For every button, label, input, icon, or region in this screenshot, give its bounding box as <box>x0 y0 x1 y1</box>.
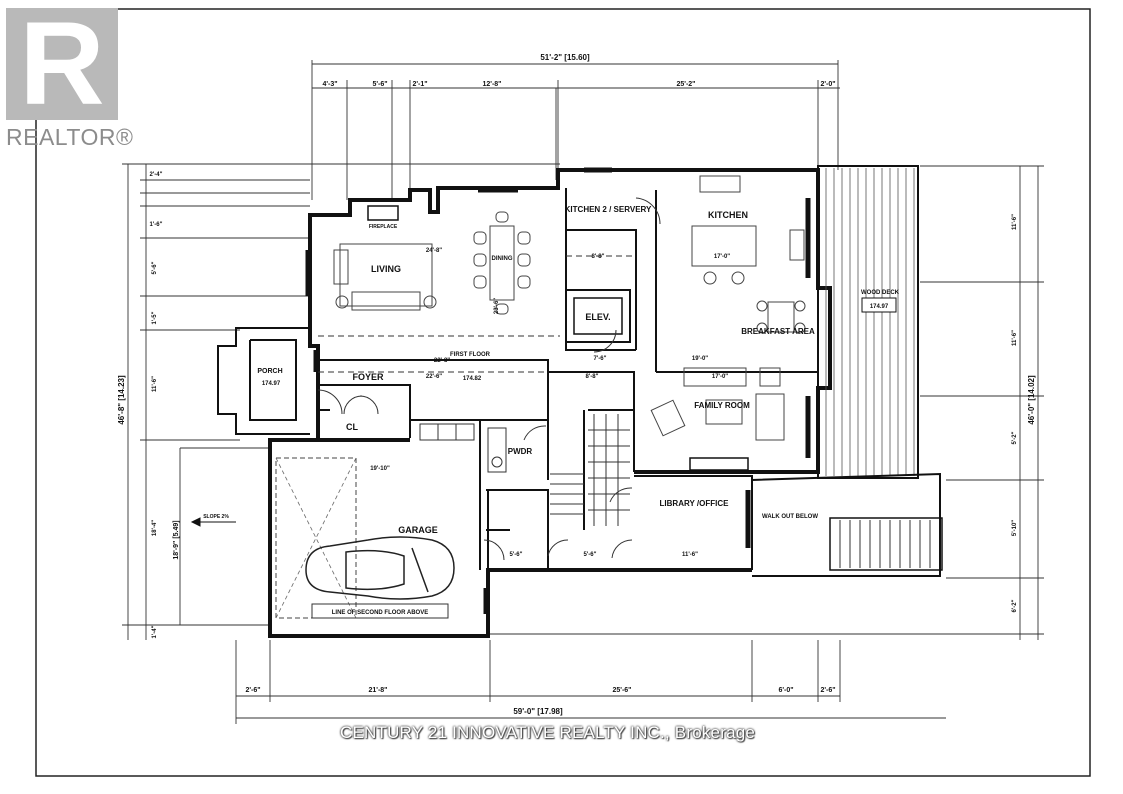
right-overall-dim: 46'-0" [14.02] <box>1027 375 1036 425</box>
bottom-dim-5: 2'-6" <box>820 687 835 694</box>
windows <box>305 167 811 614</box>
room-garage: GARAGE <box>398 525 438 535</box>
room-porch: PORCH <box>257 368 282 375</box>
inner-dim-5: 8'-8" <box>586 374 599 380</box>
room-pwdr: PWDR <box>508 447 533 456</box>
inner-dim-4: 7'-6" <box>594 356 607 362</box>
inner-dim-3: 17'-0" <box>712 374 728 380</box>
inner-dim-8: 8'-8" <box>592 254 605 260</box>
realtor-logo-text: REALTOR® <box>6 124 134 150</box>
right-dim-2: 11'-6" <box>1012 330 1018 346</box>
inner-dim-2: 19'-0" <box>692 356 708 362</box>
kitchen-fixtures <box>691 175 806 334</box>
left-dim-3: 5'-6" <box>152 261 158 274</box>
room-breakfast: BREAKFAST AREA <box>741 327 815 336</box>
inner-dim-9: 23'-6" <box>494 298 500 314</box>
top-dim-2: 5'-6" <box>372 81 387 88</box>
top-dim-1: 4'-3" <box>322 81 337 88</box>
wood-deck <box>817 165 919 479</box>
dining-table <box>473 211 531 315</box>
brokerage-watermark: CENTURY 21 INNOVATIVE REALTY INC., Broke… <box>340 723 756 742</box>
left-dim-1: 2'-4" <box>150 172 163 178</box>
realtor-logo-box <box>6 8 118 120</box>
slope-label: SLOPE 2% <box>203 514 229 520</box>
left-dim-4: 1'-5" <box>152 311 158 324</box>
car-icon <box>305 536 455 600</box>
elevator <box>565 289 631 343</box>
fireplace-label: FIREPLACE <box>369 224 398 230</box>
porch-elev: 174.97 <box>262 381 281 387</box>
room-library: LIBRARY /OFFICE <box>660 499 730 508</box>
left-dim-5: 11'-6" <box>152 376 158 392</box>
slope-arrow-icon <box>190 517 236 527</box>
realtor-logo: R REALTOR® <box>0 0 134 160</box>
bottom-dim-2: 21'-8" <box>369 687 388 694</box>
bottom-dim-4: 6'-0" <box>778 687 793 694</box>
walkout-stair <box>751 472 943 577</box>
room-kitchen: KITCHEN <box>708 210 748 220</box>
family-furniture <box>650 367 785 471</box>
top-dim-6: 2'-0" <box>820 81 835 88</box>
bottom-overall-dim: 59'-0" [17.98] <box>513 707 563 716</box>
sheet-border <box>35 8 1091 777</box>
living-dim: 24'-8" <box>426 248 442 254</box>
inner-dim-1: 22'-6" <box>426 374 442 380</box>
right-dim-5: 6'-2" <box>1012 599 1018 612</box>
room-family: FAMILY ROOM <box>694 401 750 410</box>
top-dim-3: 2'-1" <box>412 81 427 88</box>
porch <box>217 327 310 435</box>
room-kitchen2: KITCHEN 2 / SERVERY <box>565 205 652 214</box>
top-dim-4: 12'-8" <box>483 81 502 88</box>
right-dim-3: 5'-2" <box>1012 431 1018 444</box>
room-living: LIVING <box>371 264 401 274</box>
living-furniture <box>333 205 437 311</box>
door-swings <box>317 197 661 561</box>
top-dim-5: 25'-2" <box>677 81 696 88</box>
stairs <box>487 414 630 526</box>
bottom-dim-3: 25'-6" <box>613 687 632 694</box>
inner-dim-7: 5'-6" <box>584 552 597 558</box>
bottom-dim-1: 2'-6" <box>245 687 260 694</box>
first-floor-label: FIRST FLOOR <box>450 352 491 358</box>
wood-deck-elev: 174.97 <box>870 304 889 310</box>
inner-dim-10: 22'-8" <box>434 358 450 364</box>
garage-dim: 19'-10" <box>370 466 390 472</box>
room-walkout: WALK OUT BELOW <box>762 514 818 520</box>
left-dim-6: 18'-4" <box>152 520 158 536</box>
left-dim-2: 1'-6" <box>150 222 163 228</box>
first-floor-elev: 174.82 <box>463 376 482 382</box>
room-elev: ELEV. <box>585 312 610 322</box>
room-cl: CL <box>346 422 358 432</box>
left-lot-dim: 18'-9" [5.49] <box>173 520 180 559</box>
kitchen-dim: 17'-0" <box>714 254 730 260</box>
library-dim: 11'-6" <box>682 552 698 558</box>
left-dim-7: 1'-4" <box>152 625 158 638</box>
room-wood-deck: WOOD DECK <box>861 290 900 296</box>
room-foyer: FOYER <box>352 372 384 382</box>
realtor-logo-letter: R <box>19 0 105 130</box>
second-floor-line-label: LINE OF SECOND FLOOR ABOVE <box>332 610 428 616</box>
dimension-lines <box>122 60 1044 724</box>
floor-lines <box>318 255 636 373</box>
top-overall-dim: 51'-2" [15.60] <box>540 53 590 62</box>
room-dining: DINING <box>492 256 513 262</box>
inner-dim-6: 5'-6" <box>510 552 523 558</box>
right-dim-4: 5'-10" <box>1012 520 1018 536</box>
garage <box>275 423 475 619</box>
left-overall-dim: 46'-8" [14.23] <box>117 375 126 425</box>
right-dim-1: 11'-6" <box>1012 214 1018 230</box>
